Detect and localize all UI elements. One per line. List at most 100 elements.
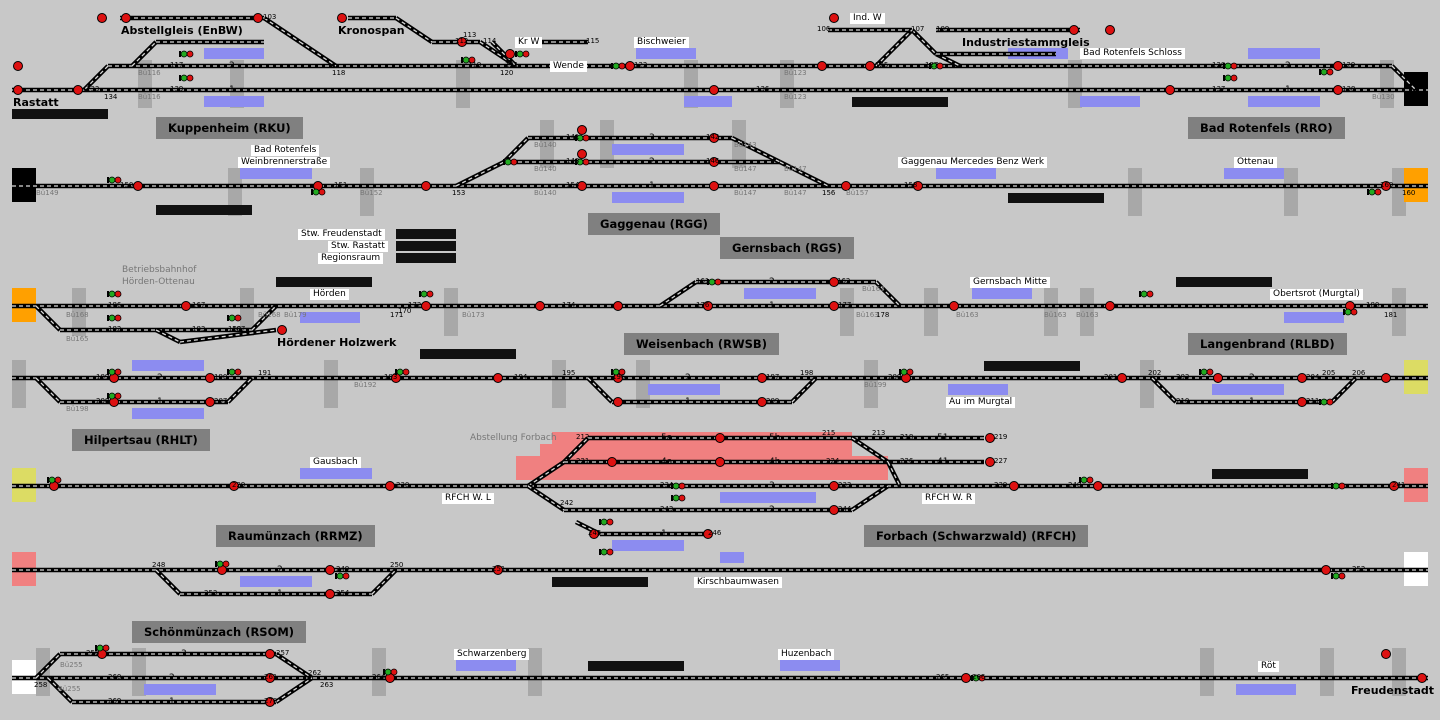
signal-icon	[1321, 565, 1331, 575]
label-bad-rotenfels-schloss: Bad Rotenfels Schloss	[1080, 48, 1185, 59]
element-number: 182	[108, 325, 122, 333]
platform	[1080, 96, 1140, 107]
signal-icon	[1333, 61, 1343, 71]
crossing-number: Bü147	[784, 165, 807, 173]
crossing-number: Bü116	[138, 93, 161, 101]
signal-green-icon	[1332, 482, 1340, 490]
signal-mast-icon	[1319, 69, 1321, 75]
element-number: 121	[505, 61, 519, 69]
crossing-number: Bü163	[956, 311, 979, 319]
element-number: 256	[86, 649, 100, 657]
signal-green-icon	[672, 494, 680, 502]
crossing-zone	[1392, 168, 1406, 216]
crossing-number: Bü147	[784, 189, 807, 197]
signal-red-icon	[1230, 74, 1238, 82]
track-segment	[179, 329, 277, 343]
track-segment	[563, 437, 589, 463]
signal-icon	[1213, 373, 1223, 383]
crossing-zone	[780, 60, 794, 108]
element-number: 211	[1306, 397, 1320, 405]
crossing-number: Bü198	[66, 405, 89, 413]
station-bad-rotenfels[interactable]: Bad Rotenfels (RRO)	[1188, 117, 1345, 139]
track-segment	[503, 137, 529, 163]
signal-red-icon	[102, 644, 110, 652]
element-number: 122	[634, 61, 648, 69]
crossing-zone	[1380, 60, 1394, 108]
signal-icon	[715, 433, 725, 443]
crossing-zone	[552, 360, 566, 408]
signal-icon	[253, 13, 263, 23]
crossing-number: Bü123	[784, 69, 807, 77]
signal-icon	[133, 181, 143, 191]
element-number: 205	[1322, 369, 1336, 377]
track-number: 2	[229, 61, 235, 71]
signal-mast-icon	[1319, 399, 1321, 405]
signal-red-icon	[618, 368, 626, 376]
label-ind-w: Ind. W	[850, 13, 885, 24]
signal-icon	[325, 565, 335, 575]
platform	[1248, 48, 1320, 59]
crossing-number: Bü163	[1044, 311, 1067, 319]
signal-icon	[205, 373, 215, 383]
signal-mast-icon	[1331, 573, 1333, 579]
signal-mast-icon	[227, 369, 229, 375]
signal-red-icon	[906, 368, 914, 376]
station-raumuenzach[interactable]: Raumünzach (RRMZ)	[216, 525, 375, 547]
track-segment	[527, 485, 565, 511]
signal-icon	[715, 457, 725, 467]
station-schoenmuenzach[interactable]: Schönmünzach (RSOM)	[132, 621, 307, 643]
signal-icon	[709, 181, 719, 191]
signal-mast-icon	[599, 549, 601, 555]
station-gernsbach[interactable]: Gernsbach (RGS)	[720, 237, 855, 259]
label-bad-rotenfels-small: Bad Rotenfels	[251, 145, 320, 156]
crossing-number: Bü255	[60, 661, 83, 669]
station-langenbrand[interactable]: Langenbrand (RLBD)	[1188, 333, 1347, 355]
crossing-zone	[540, 120, 554, 168]
element-number: 160	[1402, 189, 1416, 197]
element-number: 206	[1352, 369, 1366, 377]
signal-red-icon	[1338, 572, 1346, 580]
signal-red-icon	[1326, 68, 1334, 76]
signal-icon	[841, 181, 851, 191]
element-number: 109	[936, 25, 950, 33]
station-hilpertsau[interactable]: Hilpertsau (RHLT)	[72, 429, 210, 451]
element-number: 171	[390, 311, 404, 319]
element-number: 252	[1352, 565, 1366, 573]
signal-red-icon	[714, 278, 722, 286]
station-gaggenau[interactable]: Gaggenau (RGG)	[588, 213, 720, 235]
element-number: 200	[888, 373, 902, 381]
signal-mast-icon	[1199, 369, 1201, 375]
platform	[132, 408, 204, 419]
signal-mast-icon	[419, 291, 421, 297]
element-number: 265	[936, 673, 950, 681]
element-number: 186	[108, 301, 122, 309]
signal-icon	[73, 85, 83, 95]
signal-icon	[97, 13, 107, 23]
station-kuppenheim[interactable]: Kuppenheim (RKU)	[156, 117, 303, 139]
track-segment	[395, 17, 433, 43]
signal-icon	[1009, 481, 1019, 491]
element-number: 106	[817, 25, 831, 33]
platform	[636, 48, 696, 59]
crossing-zone	[372, 648, 386, 696]
signal-icon	[1417, 673, 1427, 683]
track-segment	[83, 65, 109, 91]
signal-green-icon	[600, 518, 608, 526]
element-number: 125	[875, 61, 889, 69]
signal-icon	[277, 325, 287, 335]
station-forbach[interactable]: Forbach (Schwarzwald) (RFCH)	[864, 525, 1089, 547]
platform	[240, 168, 312, 179]
station-weisenbach[interactable]: Weisenbach (RWSB)	[624, 333, 779, 355]
element-number: 181	[1384, 311, 1398, 319]
element-number: 107	[911, 25, 925, 33]
signal-red-icon	[606, 548, 614, 556]
track-segment	[299, 41, 337, 67]
element-number: 138	[1342, 85, 1356, 93]
crossing-number: Bü147	[734, 189, 757, 197]
label-hoerdener-holzwerk: Hördener Holzwerk	[277, 336, 397, 349]
element-number: 204	[1306, 373, 1320, 381]
signal-green-icon	[228, 368, 236, 376]
crossing-number: Bü179	[284, 311, 307, 319]
element-number: 167	[192, 301, 206, 309]
signal-icon	[1297, 397, 1307, 407]
